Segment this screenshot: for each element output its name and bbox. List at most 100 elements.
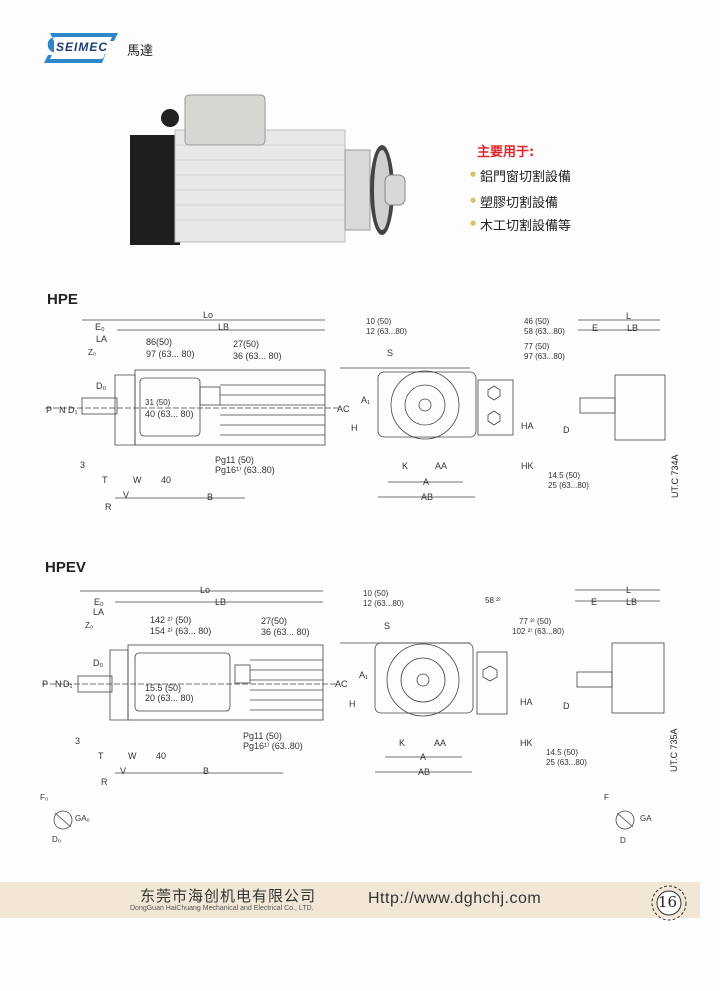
hpe-front-view — [340, 367, 514, 498]
website-url[interactable]: Http://www.dghchj.com — [368, 890, 542, 907]
bullet-icon: ● — [470, 196, 477, 204]
dim-label: H — [351, 423, 358, 433]
dim-label: AA — [435, 461, 448, 471]
dim-label: Pg16¹⁾ (63..80) — [243, 741, 303, 751]
dim-label: HK — [521, 461, 534, 471]
dim-label: 27(50) — [261, 616, 288, 626]
dim-label: 3 — [80, 460, 86, 470]
page-number: 16 — [658, 893, 678, 911]
dim-label: 40 — [161, 475, 172, 485]
hpev-title: HPEV — [45, 559, 86, 576]
dim-label: LB — [626, 597, 638, 607]
dim-label: 27(50) — [233, 339, 260, 349]
dim-label: E — [592, 323, 599, 333]
drawing-code: UT.C 734A — [670, 454, 680, 498]
dim-label: W — [133, 475, 142, 485]
bullet-icon: ● — [470, 170, 477, 178]
dim-label: Z₀ — [85, 621, 94, 630]
dim-label: D — [563, 701, 570, 711]
dim-label: 25 (63...80) — [546, 758, 587, 767]
dim-label: S — [387, 348, 394, 358]
dim-label: 40 — [156, 751, 167, 761]
use-item: 木工切割設備等 — [480, 219, 572, 234]
dim-label: B — [207, 492, 214, 502]
dim-label: 31 (50) — [145, 398, 171, 407]
dim-label: Lo — [203, 310, 214, 320]
dim-label: Lo — [200, 585, 211, 595]
use-item: 塑膠切割設備 — [480, 196, 559, 211]
dim-label: D₀ — [52, 835, 62, 844]
dim-label: F — [604, 793, 609, 802]
hpev-shaft-view — [575, 589, 665, 830]
hpev-front-view — [340, 642, 508, 773]
dim-label: R — [101, 777, 108, 787]
dim-label: 142 ²⁾ (50) — [150, 615, 192, 625]
dim-label: N — [59, 405, 66, 415]
dim-label: R — [105, 502, 112, 512]
uses-title: 主要用于: — [477, 145, 535, 160]
dim-label: E — [591, 597, 598, 607]
hpe-shaft-view — [578, 319, 666, 441]
dim-label: 36 (63... 80) — [261, 627, 310, 637]
seimec-logo — [44, 33, 118, 63]
dim-label: 46 (50) — [524, 317, 550, 326]
dim-label: H — [349, 699, 356, 709]
dim-label: AC — [337, 404, 350, 414]
dim-label: Pg16¹⁾ (63..80) — [215, 465, 275, 475]
dim-label: 86(50) — [146, 337, 173, 347]
dim-label: LB — [218, 322, 230, 332]
hpev-side-view — [42, 590, 338, 830]
dim-label: LB — [215, 597, 227, 607]
dim-label: LA — [93, 607, 105, 617]
dim-label: AC — [335, 679, 348, 689]
dim-label: 20 (63... 80) — [145, 693, 194, 703]
dim-label: 10 (50) — [363, 589, 389, 598]
company-name-cn: 东莞市海创机电有限公司 — [140, 887, 317, 905]
dim-label: 10 (50) — [366, 317, 392, 326]
dim-label: GA₀ — [75, 814, 90, 823]
dim-label: GA — [640, 814, 652, 823]
dim-label: K — [402, 461, 409, 471]
dim-label: D₁ — [68, 405, 78, 415]
dim-label: 14.5 (50) — [548, 471, 581, 480]
dim-label: Z₀ — [88, 348, 97, 357]
company-name-en: DongGuan HaiChuang Mechanical and Electr… — [130, 905, 314, 912]
hpe-side-view — [45, 319, 340, 499]
dim-label: AA — [434, 738, 447, 748]
dim-label: F₀ — [40, 793, 49, 802]
dim-label: D₁ — [63, 679, 73, 689]
dim-label: LB — [627, 323, 639, 333]
dim-label: AB — [418, 767, 431, 777]
dim-label: L — [626, 311, 632, 321]
dim-label: 58 ²⁾ — [485, 596, 501, 605]
dim-label: K — [399, 738, 406, 748]
dim-label: D₀ — [96, 381, 107, 391]
dim-label: 97 (63...80) — [524, 352, 565, 361]
dim-label: Pg11 (50) — [215, 455, 254, 465]
dim-label: E₀ — [95, 322, 105, 332]
dim-label: A₁ — [359, 670, 369, 680]
dim-label: 58 (63...80) — [524, 327, 565, 336]
dim-label: 3 — [75, 736, 81, 746]
dim-label: A₁ — [361, 395, 371, 405]
motor-photo — [130, 94, 406, 245]
dim-label: D — [563, 425, 570, 435]
use-item: 鋁門窗切割設備 — [480, 170, 572, 185]
dim-label: LA — [96, 334, 108, 344]
dim-label: T — [98, 751, 104, 761]
dim-label: 25 (63...80) — [548, 481, 589, 490]
dim-label: 102 ²⁾ (63...80) — [512, 627, 565, 636]
dim-label: HK — [520, 738, 533, 748]
footer-band — [0, 882, 700, 918]
dim-label: N — [55, 679, 62, 689]
dim-label: E₀ — [94, 597, 104, 607]
dim-label: W — [128, 751, 137, 761]
logo-text: SEIMEC — [56, 40, 109, 54]
dim-label: A — [423, 477, 430, 487]
dim-label: B — [203, 766, 210, 776]
dim-label: HA — [520, 697, 533, 707]
drawing-code: UT.C 735A — [669, 728, 679, 772]
dim-label: V — [123, 490, 130, 500]
